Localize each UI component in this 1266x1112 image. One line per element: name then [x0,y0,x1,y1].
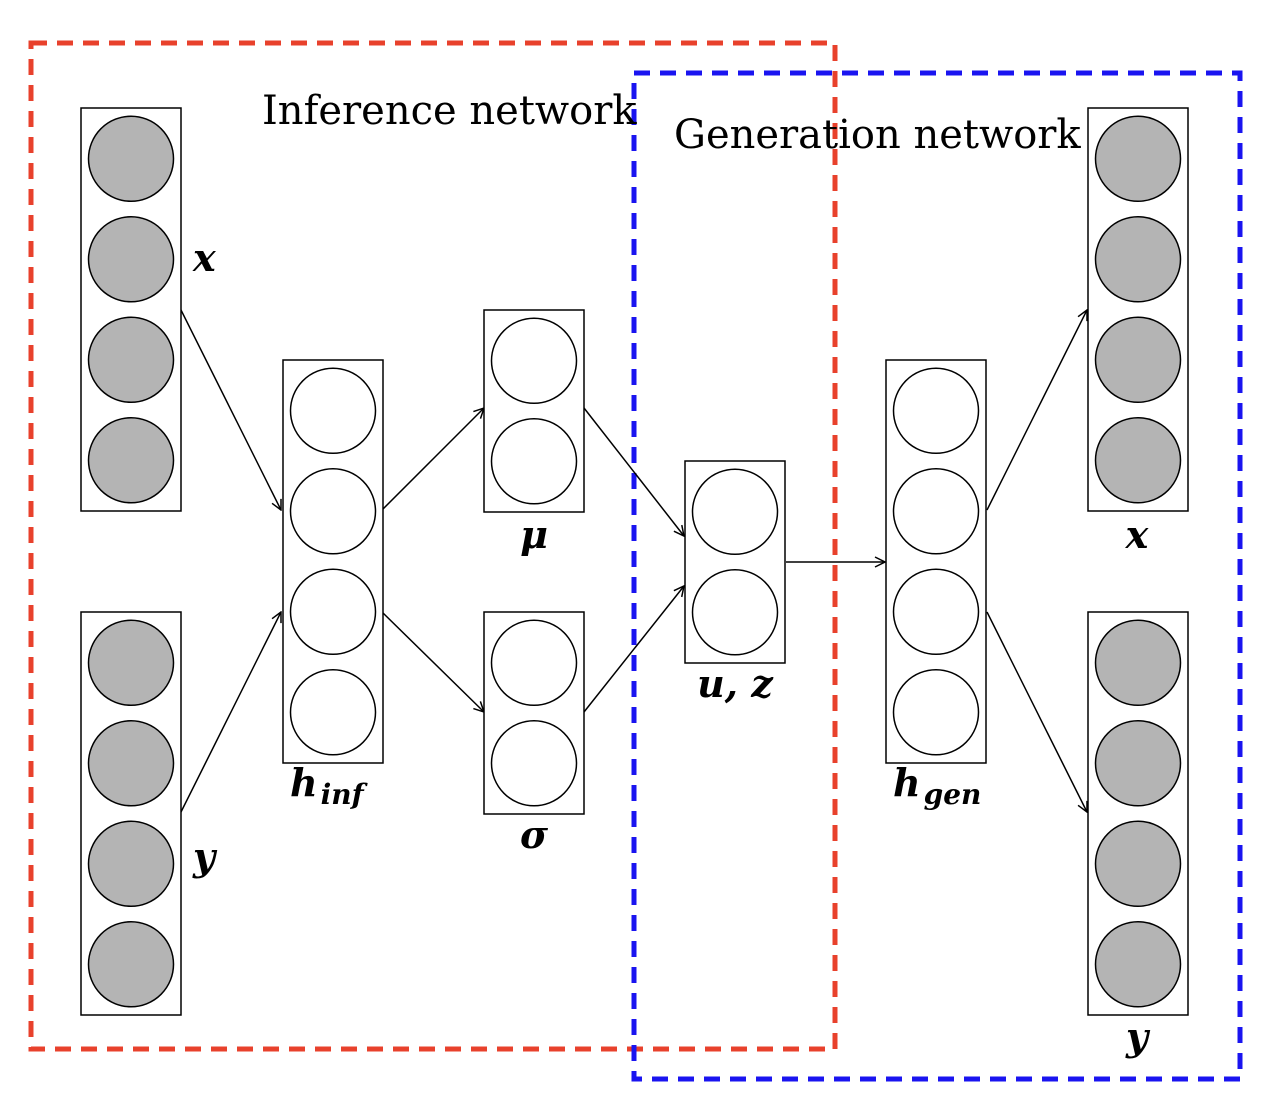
layer-y-input [80,611,182,1016]
label-y-input: y [192,834,218,879]
edge-sigma-to-uz [583,586,684,713]
inference-network-label: Inference network [262,88,637,134]
edge-mu-to-uz [583,407,684,536]
layer-h-inf [282,359,384,764]
layer-h-gen [885,359,987,764]
layer-u-z [684,460,786,664]
unit-node [87,115,175,202]
unit-node [289,568,377,655]
layer-x-output [1087,107,1189,512]
unit-node [892,669,980,756]
edge-x-to-hinf [180,309,281,510]
unit-node [1094,720,1182,807]
unit-node [1094,316,1182,403]
edge-hinf-to-sigma [381,611,484,712]
generation-network-label: Generation network [674,112,1081,158]
unit-node [1094,921,1182,1008]
unit-node [892,367,980,454]
unit-node [892,468,980,555]
label-x-input: x [192,235,217,280]
label-h-gen-base: h [893,760,921,805]
unit-node [1094,417,1182,504]
unit-node [289,468,377,555]
unit-node [490,720,578,807]
unit-node [691,468,779,555]
edge-hinf-to-mu [381,408,484,511]
label-sigma: σ [520,812,549,857]
label-h-inf-subscript: inf [321,778,369,811]
unit-node [87,720,175,807]
label-h-inf-base: h [290,760,318,805]
unit-node [87,921,175,1008]
unit-node [490,317,578,404]
unit-node [892,568,980,655]
layer-x-input [80,107,182,512]
unit-node [87,820,175,907]
unit-node [87,316,175,403]
unit-node [289,367,377,454]
unit-node [87,216,175,303]
label-u-z: u, z [697,661,774,706]
inference-network-region [28,40,838,1052]
unit-node [1094,619,1182,706]
unit-node [1094,115,1182,202]
unit-node [1094,820,1182,907]
label-mu: μ [520,512,548,557]
connections [180,309,1087,813]
unit-node [490,619,578,706]
label-x-output: x [1125,512,1150,557]
layer-y-output [1087,611,1189,1016]
edge-y-to-hinf [180,612,281,813]
unit-node [490,418,578,505]
label-h-gen-subscript: gen [924,778,982,811]
edge-hgen-to-x [986,310,1087,511]
unit-node [691,569,779,656]
edge-hgen-to-y [986,611,1087,812]
unit-node [87,417,175,504]
label-y-output: y [1125,1014,1151,1059]
unit-node [289,669,377,756]
unit-node [1094,216,1182,303]
layer-sigma [483,611,585,815]
unit-node [87,619,175,706]
layer-mu [483,309,585,513]
